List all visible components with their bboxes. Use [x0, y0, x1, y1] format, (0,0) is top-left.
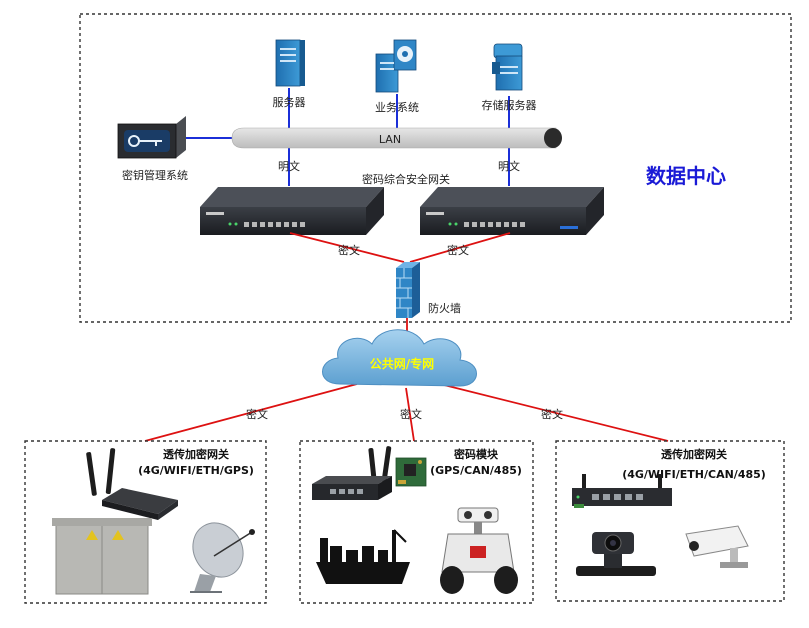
- crypto-module-board-icon: [395, 457, 427, 487]
- edge-left-title: 透传加密网关: [163, 447, 229, 461]
- edge-right-subtitle: (4G/WIFI/ETH/CAN/485): [622, 468, 766, 481]
- storage-server-icon: [492, 43, 523, 91]
- ptz-camera-icon: [576, 532, 656, 576]
- lan-bus: [231, 127, 562, 149]
- plaintext-right-label: 明文: [498, 159, 520, 173]
- server-label: 服务器: [273, 96, 306, 109]
- lan-label: LAN: [379, 133, 401, 146]
- data-center-title: 数据中心: [646, 164, 726, 188]
- cloud-label: 公共网/专网: [370, 356, 434, 371]
- cloud-icon: [322, 329, 477, 387]
- firewall-label: 防火墙: [428, 301, 461, 315]
- storage-server-label: 存储服务器: [482, 98, 537, 112]
- patrol-robot-icon: [440, 507, 518, 594]
- edge-mid-subtitle: (GPS/CAN/485): [430, 464, 522, 477]
- key-management-icon: [117, 116, 186, 159]
- cipher-links: [144, 232, 669, 442]
- firewall-icon: [396, 262, 420, 318]
- cipher-left-label: 密文: [338, 243, 360, 257]
- key-management-label: 密钥管理系统: [122, 168, 188, 182]
- edge-right-frame: [555, 440, 785, 602]
- cctv-camera-icon: [685, 525, 749, 568]
- edge-mid-frame: [299, 440, 534, 604]
- cargo-ship-icon: [316, 529, 410, 584]
- cipher-right-label: 密文: [447, 243, 469, 257]
- lan-connectors: [186, 88, 510, 186]
- router-4g-icon: [86, 448, 178, 520]
- gateway-box-icon: [312, 446, 392, 500]
- business-system-label: 业务系统: [375, 101, 419, 114]
- plaintext-left-label: 明文: [278, 159, 300, 173]
- cipher-edge-right-label: 密文: [541, 407, 563, 421]
- gateway-label: 密码综合安全网关: [362, 172, 450, 186]
- gateway-appliance-right: [420, 187, 604, 235]
- cipher-edge-mid-label: 密文: [400, 407, 422, 421]
- industrial-router-icon: [572, 474, 672, 508]
- cipher-edge-left-label: 密文: [246, 407, 268, 421]
- business-system-icon: [375, 39, 417, 93]
- edge-left-subtitle: (4G/WIFI/ETH/GPS): [138, 464, 254, 477]
- server-icon: [275, 39, 305, 87]
- data-center-frame: [79, 13, 792, 323]
- edge-left-frame: [24, 440, 267, 604]
- gateway-appliance-left: [200, 187, 384, 235]
- satellite-dish-icon: [190, 522, 255, 593]
- edge-right-title: 透传加密网关: [661, 447, 727, 461]
- edge-mid-title: 密码模块: [454, 447, 499, 461]
- power-cabinet-icon: [52, 518, 152, 595]
